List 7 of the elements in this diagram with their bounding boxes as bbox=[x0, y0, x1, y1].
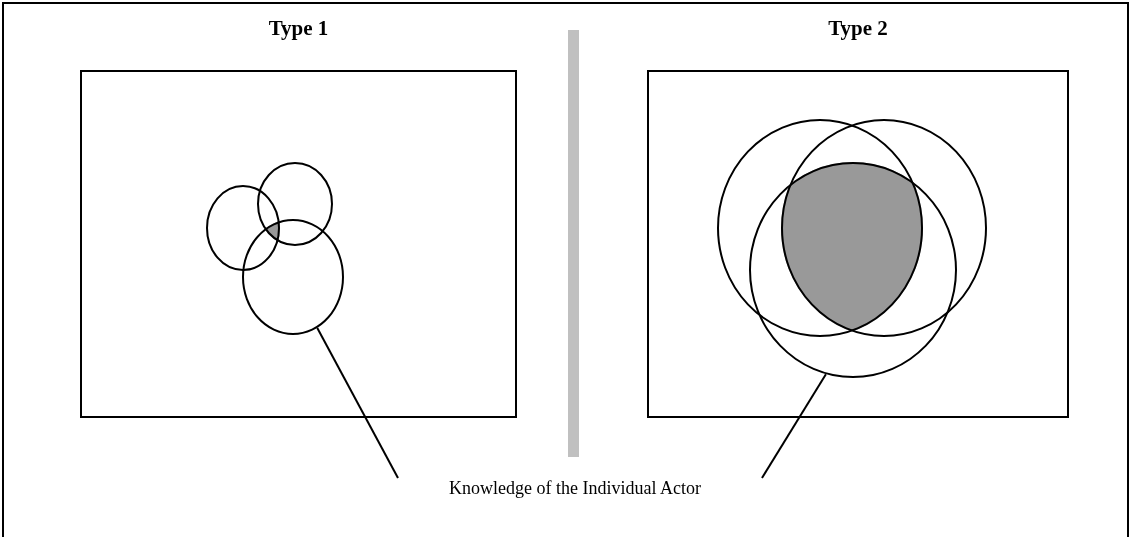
knowledge-circle bbox=[242, 219, 344, 335]
panel-title: Type 1 bbox=[267, 16, 330, 41]
caption-text: Knowledge of the Individual Actor bbox=[370, 478, 780, 512]
panel-title: Type 2 bbox=[827, 16, 889, 41]
knowledge-circle bbox=[749, 162, 957, 378]
leader-line bbox=[316, 327, 399, 479]
leader-line bbox=[761, 373, 827, 479]
